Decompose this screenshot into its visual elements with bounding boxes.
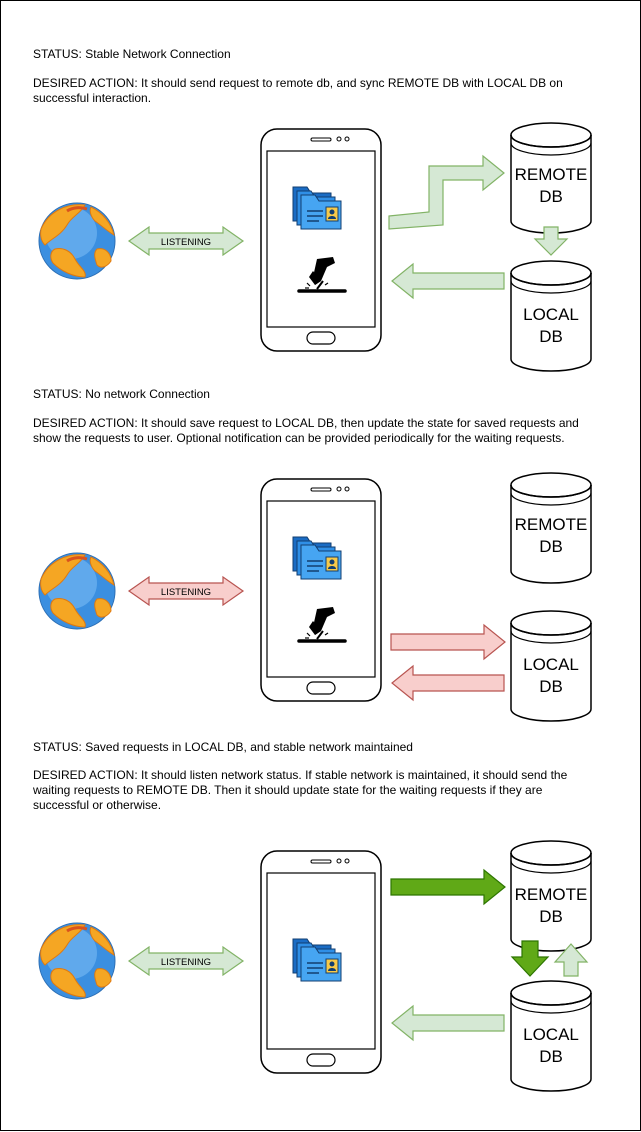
listening-label: LISTENING — [161, 957, 211, 968]
section-3-action: DESIRED ACTION: It should listen network… — [33, 768, 568, 812]
local-to-app-arrow — [391, 1004, 505, 1042]
local-db-label-1: LOCAL — [523, 305, 579, 324]
listening-double-arrow — [127, 225, 245, 257]
local-db-label-1: LOCAL — [523, 1025, 579, 1044]
globe-icon — [37, 921, 117, 1001]
smartphone-icon — [260, 478, 382, 702]
section-3-status: STATUS: Saved requests in LOCAL DB, and … — [33, 740, 413, 754]
globe-icon — [37, 201, 117, 281]
local-to-app-arrow — [391, 664, 505, 702]
local-db-label-2: DB — [539, 327, 563, 346]
listening-double-arrow — [127, 575, 245, 607]
section-1-status: STATUS: Stable Network Connection — [33, 47, 231, 61]
save-to-local-arrow — [390, 623, 506, 661]
local-db-label-2: DB — [539, 1047, 563, 1066]
local-db-label-2: DB — [539, 677, 563, 696]
local-db-label-1: LOCAL — [523, 655, 579, 674]
sync-down-arrow — [533, 226, 569, 256]
listening-double-arrow — [127, 945, 245, 977]
sync-up-arrow — [553, 943, 589, 977]
globe-icon — [37, 551, 117, 631]
send-to-remote-arrow — [388, 154, 505, 230]
listening-label: LISTENING — [161, 587, 211, 598]
remote-db-label-1: REMOTE — [515, 165, 588, 184]
send-waiting-requests-arrow — [390, 868, 506, 906]
sync-down-arrow — [510, 940, 550, 977]
local-to-app-arrow — [391, 262, 505, 300]
section-1-action: DESIRED ACTION: It should send request t… — [33, 76, 563, 105]
remote-db-label-1: REMOTE — [515, 515, 588, 534]
listening-label: LISTENING — [161, 237, 211, 248]
smartphone-icon — [260, 128, 382, 352]
remote-db-label-2: DB — [539, 537, 563, 556]
remote-db-label-1: REMOTE — [515, 885, 588, 904]
remote-db-label-2: DB — [539, 907, 563, 926]
section-2-status: STATUS: No network Connection — [33, 387, 210, 401]
section-2-action: DESIRED ACTION: It should save request t… — [33, 416, 579, 445]
remote-db-label-2: DB — [539, 187, 563, 206]
